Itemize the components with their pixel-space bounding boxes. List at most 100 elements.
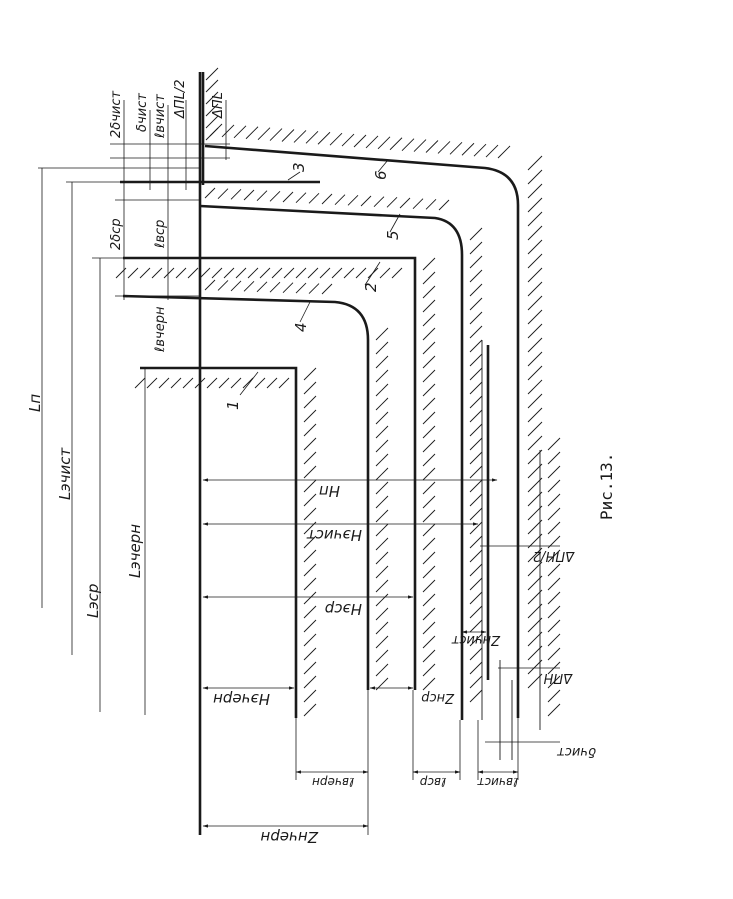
hatch-stroke xyxy=(469,227,483,241)
label-z-clean: Zнчист xyxy=(451,632,501,647)
hatch-stroke xyxy=(146,377,158,389)
hatch-stroke xyxy=(527,393,543,409)
hatch-stroke xyxy=(375,467,389,481)
hatch-stroke xyxy=(303,675,317,689)
hatch-stroke xyxy=(469,423,483,437)
hatch-stroke xyxy=(527,295,543,311)
hatch-stroke xyxy=(422,467,436,481)
hatch-stroke xyxy=(375,383,389,397)
hatch-stroke xyxy=(230,280,242,292)
hatch-stroke xyxy=(308,283,320,294)
hatch-stroke xyxy=(389,137,403,151)
hatch-stroke xyxy=(527,421,543,437)
hatch-stroke xyxy=(303,479,317,493)
hatch-stroke xyxy=(422,523,436,537)
hatch-stroke xyxy=(217,280,229,291)
hatch-stroke xyxy=(303,633,317,647)
hatch-stroke xyxy=(269,191,281,202)
hatch-stroke xyxy=(485,144,499,158)
hatch-stroke xyxy=(422,663,436,677)
label-H-mid: Hэср xyxy=(325,600,362,618)
hatch-stroke xyxy=(375,509,389,523)
hatch-stroke xyxy=(375,593,389,607)
hatch-stroke xyxy=(375,481,389,495)
part-number-3: 3 xyxy=(290,162,308,172)
label-two-delta-mid: 2δср xyxy=(109,218,124,250)
hatch-stroke xyxy=(375,397,389,411)
label-L-clean: Lэчист xyxy=(56,447,74,500)
hatch-stroke xyxy=(422,579,436,593)
hatch-stroke xyxy=(469,437,483,451)
hatch-stroke xyxy=(527,407,543,423)
hatch-stroke xyxy=(422,369,436,383)
hatch-stroke xyxy=(303,535,317,549)
hatch-stroke xyxy=(547,479,561,493)
hatch-stroke xyxy=(365,135,379,149)
hatch-stroke xyxy=(257,127,271,140)
hatch-stroke xyxy=(269,281,281,293)
hatch-stroke xyxy=(375,579,389,593)
hatch-stroke xyxy=(303,409,317,423)
hatch-stroke xyxy=(211,267,223,279)
hatch-stroke xyxy=(375,453,389,467)
contour-1 xyxy=(140,366,298,718)
hatch-stroke xyxy=(469,479,483,493)
hatch-stroke xyxy=(375,439,389,453)
hatch-stroke xyxy=(422,383,436,397)
hatch-stroke xyxy=(497,145,511,159)
hatch-stroke xyxy=(233,125,247,139)
hatch-stroke xyxy=(422,355,436,369)
hatch-stroke xyxy=(422,327,436,341)
label-delta-pl-half: ΔПL/2 xyxy=(173,79,188,119)
hatch-stroke xyxy=(449,142,463,155)
label-delta-pn: ΔПН xyxy=(543,670,573,685)
hatch-stroke xyxy=(334,194,346,205)
hatch-stroke xyxy=(422,271,436,285)
hatch-stroke xyxy=(254,377,266,389)
hatch-stroke xyxy=(422,313,436,327)
label-l-mid-b: ℓвср xyxy=(419,775,447,789)
hatch-stroke xyxy=(375,649,389,663)
hatch-stroke xyxy=(303,591,317,605)
hatch-stroke xyxy=(283,267,295,279)
hatch-stroke xyxy=(547,689,561,703)
hatch-stroke xyxy=(375,341,389,355)
hatch-stroke xyxy=(527,239,543,255)
hatch-stroke xyxy=(303,689,317,703)
label-L-mid: Lэср xyxy=(84,584,102,618)
hatch-stroke xyxy=(469,367,483,381)
hatch-stroke xyxy=(204,187,216,199)
hatch-stroke xyxy=(242,377,254,389)
hatch-stroke xyxy=(469,661,483,675)
hatch-stroke xyxy=(303,647,317,661)
hatch-stroke xyxy=(469,241,483,255)
hatch-stroke xyxy=(266,377,278,389)
hatch-stroke xyxy=(422,453,436,467)
hatch-stroke xyxy=(281,129,295,142)
hatch-stroke xyxy=(473,143,487,157)
hatch-stroke xyxy=(375,523,389,537)
hatch-stroke xyxy=(205,115,219,129)
hatch-stroke xyxy=(422,285,436,299)
hatch-stroke xyxy=(469,381,483,395)
label-z-mid: Zнср xyxy=(421,690,455,705)
hatch-stroke xyxy=(375,495,389,509)
part-number-1: 1 xyxy=(224,400,242,410)
hatch-stroke xyxy=(303,381,317,395)
hatch-stroke xyxy=(527,281,543,297)
hatch-stroke xyxy=(527,337,543,353)
hatch-stroke xyxy=(282,282,294,293)
hatch-stroke xyxy=(375,663,389,677)
hatch-stroke xyxy=(303,367,317,381)
hatch-stroke xyxy=(303,423,317,437)
label-l-mid: ℓвср xyxy=(153,220,168,249)
hatch-stroke xyxy=(353,134,367,148)
hatch-stroke xyxy=(422,397,436,411)
hatch-stroke xyxy=(422,649,436,663)
hatch-stroke xyxy=(527,183,543,199)
dimension-lines xyxy=(38,100,560,835)
label-delta-pn-half: ΔПН/2 xyxy=(533,548,575,563)
hatch-stroke xyxy=(303,661,317,675)
hatch-stroke xyxy=(321,283,333,295)
contour-6 xyxy=(204,144,520,718)
